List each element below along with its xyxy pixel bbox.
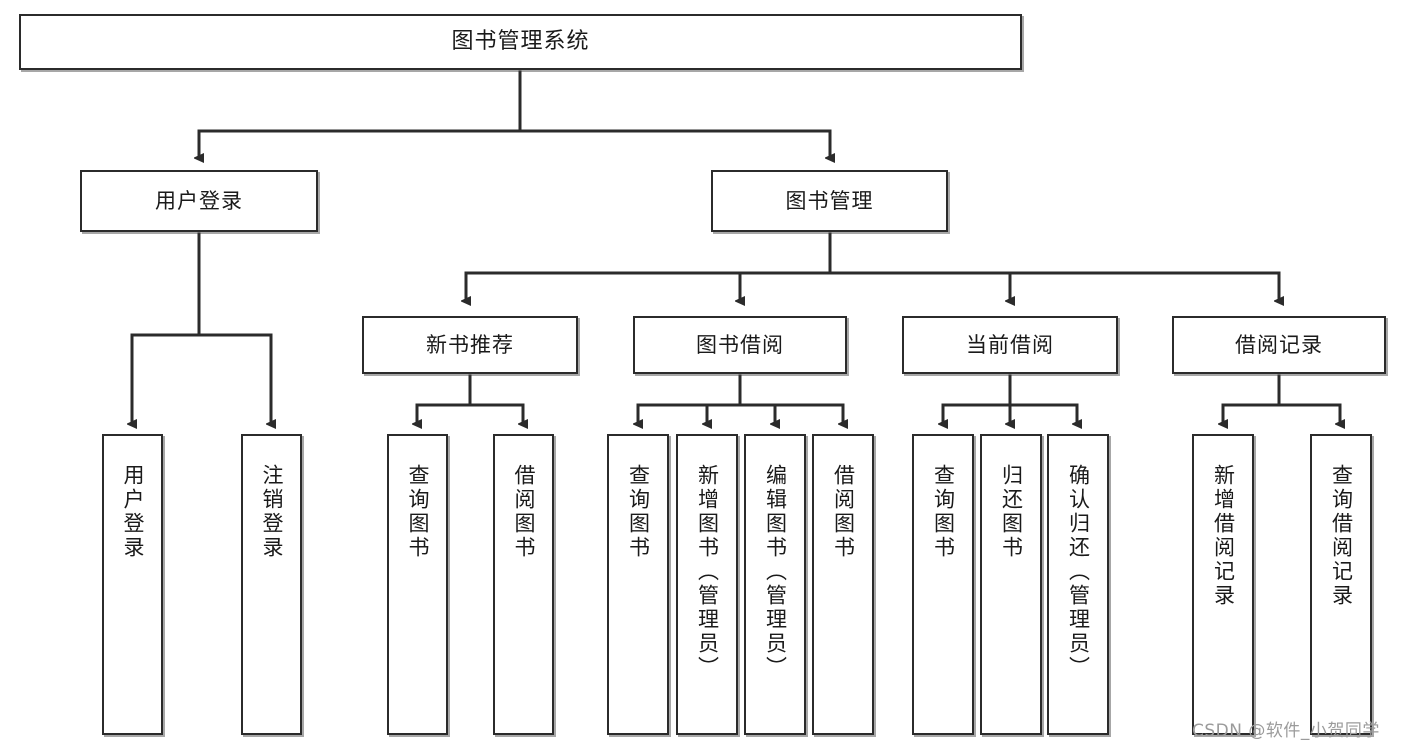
leaf-borrow-query-book[interactable]: 查询图书 [607,434,669,735]
node-user-login[interactable]: 用户登录 [80,170,318,232]
leaf-label: 查询图书 [406,464,430,560]
node-book-borrow-label: 图书借阅 [696,332,784,357]
node-book-management[interactable]: 图书管理 [711,170,948,232]
leaf-label: 新增借阅记录 [1211,464,1236,608]
leaf-label: 借阅图书 [831,464,856,560]
leaf-record-query-record[interactable]: 查询借阅记录 [1310,434,1372,735]
leaf-borrow-add-book-admin[interactable]: 新增图书（管理员） [676,434,738,735]
leaf-label: 用户登录 [121,464,145,560]
leaf-borrow-borrow-book[interactable]: 借阅图书 [812,434,874,735]
node-new-book-recommend[interactable]: 新书推荐 [362,316,578,374]
node-new-book-recommend-label: 新书推荐 [426,332,514,357]
leaf-current-return-book[interactable]: 归还图书 [980,434,1042,735]
node-book-management-label: 图书管理 [785,188,874,213]
leaf-label: 注销登录 [260,464,284,560]
leaf-label: 新增图书（管理员） [695,464,720,680]
leaf-user-login-signout[interactable]: 注销登录 [241,434,302,735]
leaf-current-confirm-return-admin[interactable]: 确认归还（管理员） [1047,434,1109,735]
leaf-recommend-borrow-book[interactable]: 借阅图书 [493,434,554,735]
leaf-current-query-book[interactable]: 查询图书 [912,434,974,735]
node-book-borrow[interactable]: 图书借阅 [633,316,847,374]
leaf-record-add-record[interactable]: 新增借阅记录 [1192,434,1254,735]
node-borrow-record[interactable]: 借阅记录 [1172,316,1386,374]
leaf-label: 查询借阅记录 [1329,464,1354,608]
node-root[interactable]: 图书管理系统 [19,14,1022,70]
node-root-label: 图书管理系统 [451,29,590,55]
leaf-label: 查询图书 [626,464,651,560]
leaf-label: 编辑图书（管理员） [763,464,788,680]
node-user-login-label: 用户登录 [155,188,243,213]
leaf-borrow-edit-book-admin[interactable]: 编辑图书（管理员） [744,434,806,735]
leaf-label: 确认归还（管理员） [1066,464,1091,680]
leaf-label: 归还图书 [999,464,1024,560]
node-current-borrow-label: 当前借阅 [966,332,1054,357]
leaf-user-login-signin[interactable]: 用户登录 [102,434,163,735]
node-borrow-record-label: 借阅记录 [1235,332,1323,357]
node-current-borrow[interactable]: 当前借阅 [902,316,1118,374]
leaf-label: 查询图书 [931,464,956,560]
leaf-label: 借阅图书 [512,464,536,560]
watermark: CSDN @软件_小贺同学 [1192,721,1380,741]
leaf-recommend-query-book[interactable]: 查询图书 [387,434,448,735]
